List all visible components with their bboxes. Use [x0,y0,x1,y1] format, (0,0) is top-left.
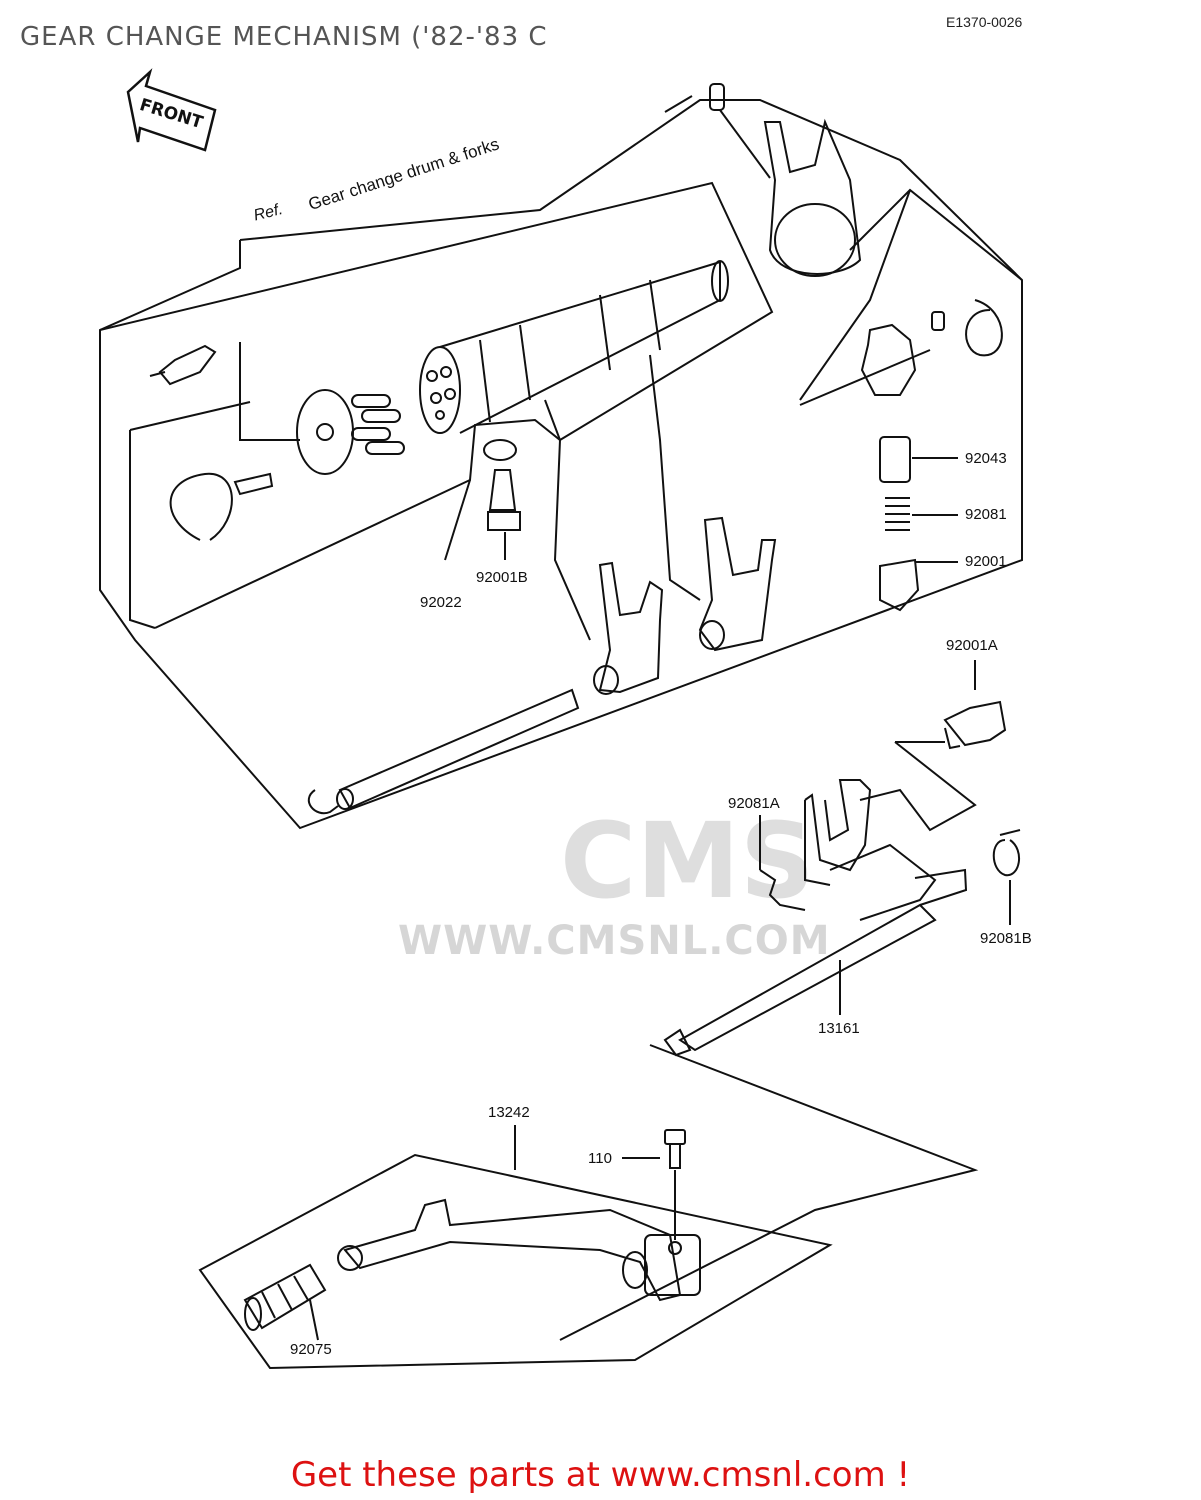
page-title: GEAR CHANGE MECHANISM ('82-'83 C [20,22,548,52]
part-label-92001[interactable]: 92001 [965,553,1007,570]
circlip-left [169,472,233,541]
reference-box-outline [99,99,1023,830]
watermark-site: WWW.CMSNL.COM [398,918,831,964]
pedal-bolt [664,1129,686,1169]
part-label-13242[interactable]: 13242 [488,1104,530,1121]
shift-fork-middle [593,561,664,695]
detent-bolt [483,439,521,531]
cam-plate [296,389,354,475]
footer-link[interactable]: Get these parts at www.cmsnl.com ! [290,1455,911,1495]
fork-guide-pin [709,83,725,111]
cotter-pin [664,95,693,113]
neutral-switch [149,342,300,441]
cam-plate-screw [233,472,274,496]
shift-fork-top [763,118,862,277]
part-label-92081[interactable]: 92081 [965,506,1007,523]
part-label-92081A[interactable]: 92081A [728,795,780,812]
part-label-13161[interactable]: 13161 [818,1020,860,1037]
detent-plunger [879,436,911,483]
circlip-right [965,299,1003,357]
watermark-logo: CMS [560,800,815,922]
part-label-92001A[interactable]: 92001A [946,637,998,654]
part-label-110[interactable]: 110 [588,1150,612,1167]
shift-pedal [337,1198,701,1302]
front-arrow-icon [126,68,217,152]
drain-plug [879,558,920,612]
gear-change-drum [419,260,729,434]
pedal-box-outline [198,1153,833,1370]
drum-pins [351,394,405,455]
part-label-92043[interactable]: 92043 [965,450,1007,467]
diagram-code: E1370-0026 [946,14,1023,30]
fork-rod [307,688,580,815]
small-pin [931,311,945,331]
drum-positioner [860,323,917,396]
part-label-92075[interactable]: 92075 [290,1341,332,1358]
shift-shaft-assembly [663,700,1021,1057]
detent-spring [885,497,910,531]
part-label-92081B[interactable]: 92081B [980,930,1032,947]
part-label-92022[interactable]: 92022 [420,594,462,611]
pedal-rubber [243,1263,327,1331]
part-label-92001B[interactable]: 92001B [476,569,528,586]
shift-fork-right [698,516,777,652]
